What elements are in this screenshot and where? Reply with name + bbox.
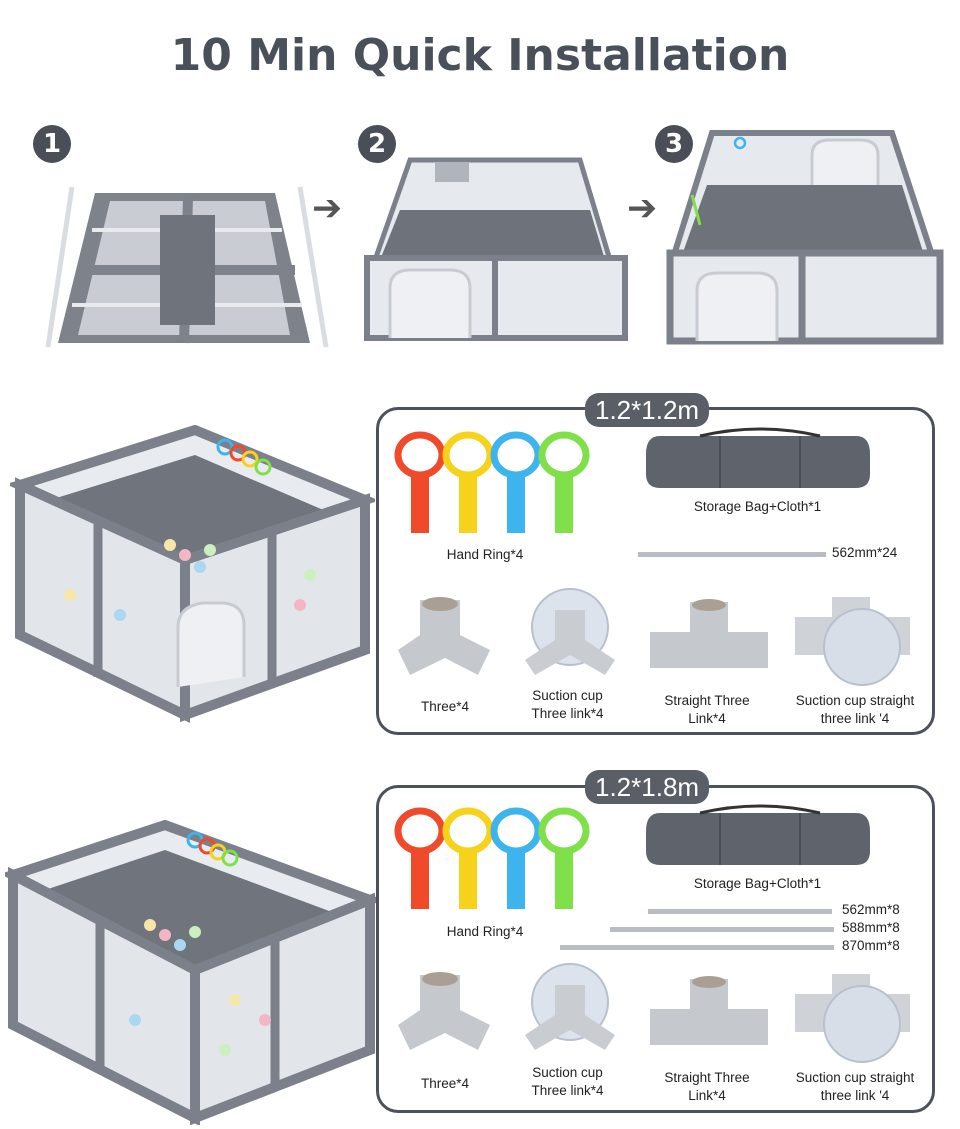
rod-image: [610, 927, 834, 932]
hand-rings-image: [394, 431, 590, 533]
three-connector-label: Three*4: [420, 1076, 470, 1091]
hand-rings-image: [394, 807, 590, 909]
straight-three-link-image: [650, 599, 768, 668]
straight-three-line2: Link*4: [688, 711, 726, 726]
straight-three-line1: Straight Three: [664, 1070, 750, 1085]
step-3-badge: 3: [655, 125, 693, 163]
storage-bag-image: [646, 427, 870, 488]
arrow-right-icon: ➔: [312, 188, 343, 229]
rod-image: [648, 909, 832, 914]
size-badge: 1.2*1.2m: [585, 393, 710, 427]
three-way-connector-image: [398, 597, 490, 675]
suction-cup-three-link-image: [525, 963, 615, 1050]
rod-image: [638, 552, 826, 557]
storage-bag-label: Storage Bag+Cloth*1: [693, 499, 822, 514]
scs-line2: three link '4: [820, 1088, 890, 1103]
suction-cup-straight-three-link-image: [795, 974, 910, 1063]
scs-line1: Suction cup straight: [795, 1070, 915, 1085]
step-1-badge: 1: [33, 125, 71, 163]
rod-length-label: 588mm*8: [842, 920, 900, 935]
step-2-partial-frame-image: [364, 157, 628, 341]
suction-cup-line2: Three link*4: [531, 1083, 604, 1098]
suction-cup-three-link-image: [525, 588, 615, 675]
playpen-1-2x1-8-image: [5, 820, 377, 1125]
hand-ring-label: Hand Ring*4: [446, 547, 524, 562]
rod-length-label: 562mm*24: [832, 545, 898, 560]
rod-length-label: 870mm*8: [842, 938, 900, 953]
step-1-flat-panels-image: [45, 186, 329, 348]
hand-ring-label: Hand Ring*4: [446, 924, 524, 939]
straight-three-line1: Straight Three: [664, 693, 750, 708]
storage-bag-image: [646, 804, 870, 865]
suction-cup-line1: Suction cup: [532, 688, 603, 703]
suction-cup-line1: Suction cup: [532, 1065, 603, 1080]
storage-bag-label: Storage Bag+Cloth*1: [693, 876, 822, 891]
three-connector-label: Three*4: [420, 699, 470, 714]
straight-three-link-image: [650, 976, 768, 1045]
arrow-right-icon: ➔: [627, 188, 658, 229]
step-3-assembled-playpen-image: [666, 130, 944, 345]
scs-line1: Suction cup straight: [795, 693, 915, 708]
playpen-1-2x1-2-image: [10, 425, 375, 723]
rod-length-label: 562mm*8: [842, 902, 900, 917]
page-title: 10 Min Quick Installation: [170, 30, 790, 81]
size-badge: 1.2*1.8m: [585, 770, 710, 804]
suction-cup-straight-three-link-image: [795, 597, 910, 686]
three-way-connector-image: [398, 972, 490, 1050]
scs-line2: three link '4: [820, 711, 890, 726]
straight-three-line2: Link*4: [688, 1088, 726, 1103]
suction-cup-line2: Three link*4: [531, 706, 604, 721]
step-2-badge: 2: [358, 125, 396, 163]
rod-image: [560, 945, 834, 950]
